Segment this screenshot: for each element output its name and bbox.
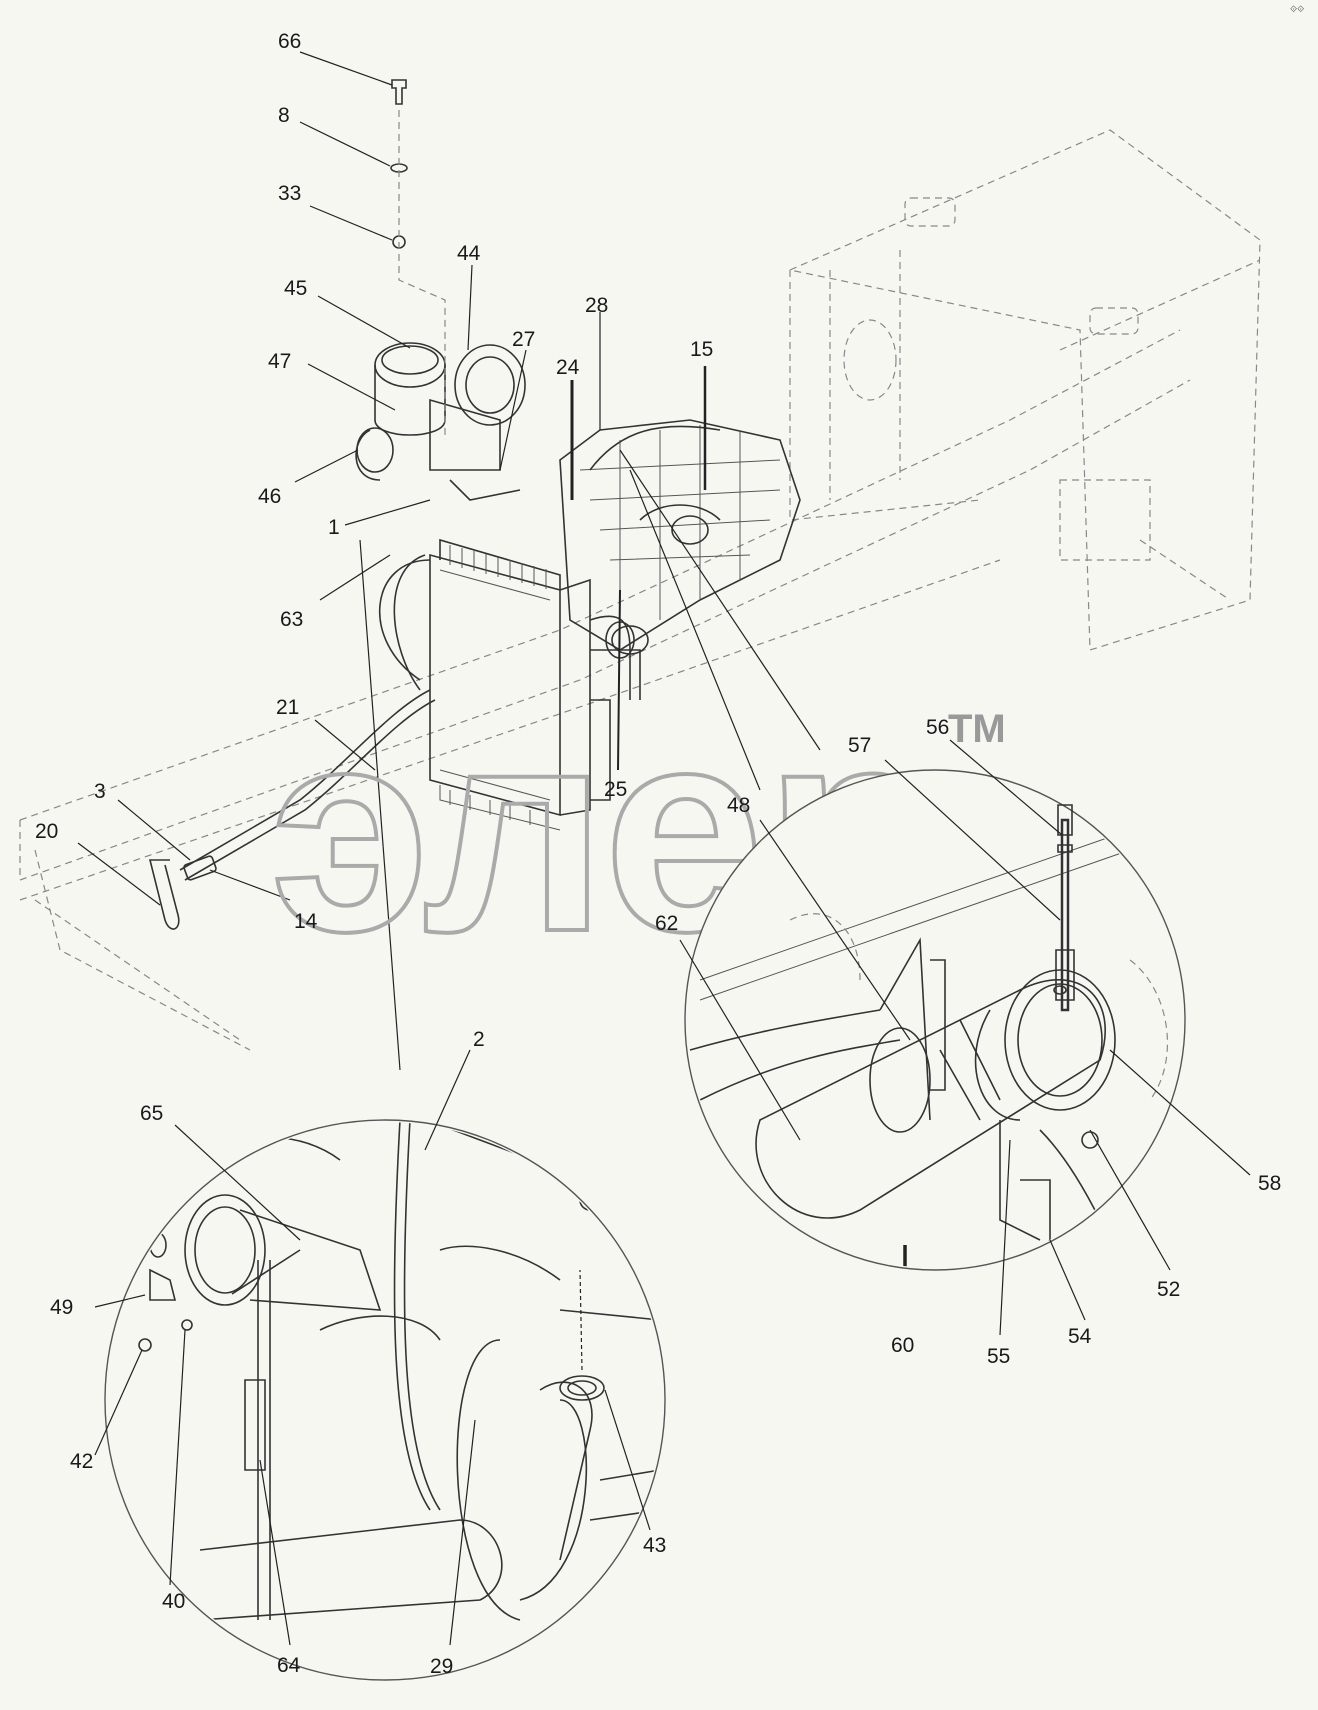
detail-view-left	[94, 1049, 666, 1681]
svg-text:⟐⟐: ⟐⟐	[1290, 5, 1304, 15]
label-29: 29	[430, 1655, 453, 1678]
label-49: 49	[50, 1296, 73, 1319]
label-57: 57	[848, 734, 871, 757]
label-63: 63	[280, 608, 303, 631]
label-33: 33	[278, 182, 301, 205]
top-fasteners	[390, 79, 446, 440]
hose-lines	[148, 554, 436, 930]
label-58: 58	[1258, 1172, 1281, 1195]
label-56: 56	[926, 716, 949, 739]
label-60: 60	[891, 1334, 914, 1357]
engine-assembly	[559, 419, 801, 700]
label-21: 21	[276, 696, 299, 719]
label-45: 45	[284, 277, 307, 300]
label-46: 46	[258, 485, 281, 508]
leader-lines	[77, 51, 821, 1071]
label-2: 2	[473, 1028, 485, 1051]
label-20: 20	[35, 820, 58, 843]
detail-view-right	[679, 739, 1251, 1336]
label-40: 40	[162, 1590, 185, 1613]
label-54: 54	[1068, 1325, 1092, 1348]
label-15: 15	[690, 338, 713, 361]
label-43: 43	[643, 1534, 666, 1557]
label-62: 62	[655, 912, 678, 935]
label-42: 42	[70, 1450, 93, 1473]
label-8: 8	[278, 104, 290, 127]
corner-mark-icon: ⟐⟐	[1290, 5, 1304, 15]
label-3: 3	[94, 780, 106, 803]
label-27: 27	[512, 328, 535, 351]
label-52: 52	[1157, 1278, 1180, 1301]
label-55: 55	[987, 1345, 1010, 1368]
label-28: 28	[585, 294, 608, 317]
label-24: 24	[556, 356, 580, 379]
label-66: 66	[278, 30, 301, 53]
label-64: 64	[277, 1654, 301, 1677]
label-44: 44	[457, 242, 481, 265]
label-65: 65	[140, 1102, 163, 1125]
watermark-tm: TM	[948, 707, 1006, 751]
label-14: 14	[294, 910, 318, 933]
label-1: 1	[328, 516, 340, 539]
label-47: 47	[268, 350, 291, 373]
callout-labels: 66 8 33 44 45 47 46 27 28 24 15 1 63 21 …	[35, 30, 1281, 1678]
label-48: 48	[727, 794, 750, 817]
air-filter	[355, 342, 526, 501]
label-25: 25	[604, 778, 627, 801]
